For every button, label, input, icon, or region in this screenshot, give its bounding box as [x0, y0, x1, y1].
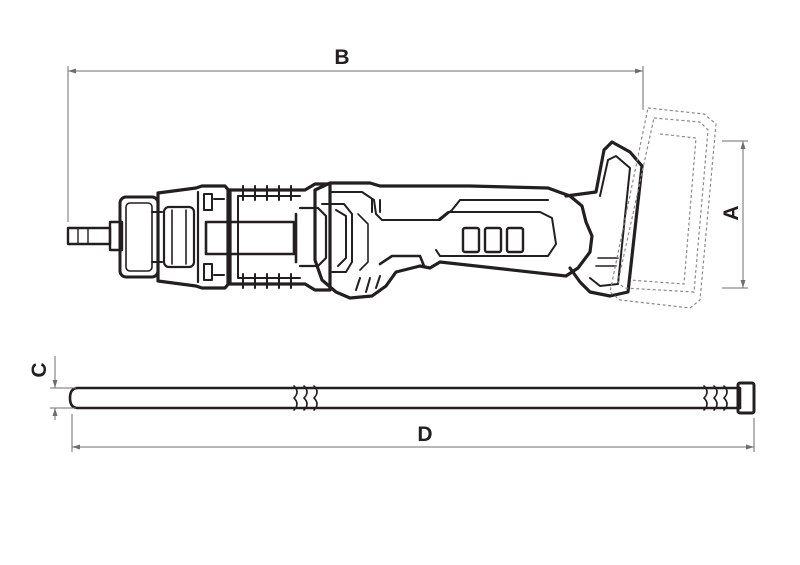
drive-shaft [66, 220, 124, 252]
blade [68, 381, 756, 415]
dimension-a-arrow-bottom [740, 280, 746, 288]
motor-housing [313, 140, 644, 300]
dimension-b-arrow-left [68, 68, 76, 74]
battery-pack-outline [609, 107, 717, 309]
reciprocating-tool [66, 107, 717, 309]
nose-housing [156, 184, 232, 290]
front-collar [118, 195, 163, 279]
dimension-c-label: C [28, 362, 51, 377]
dimension-a-label: A [720, 205, 743, 220]
dimension-b-arrow-right [635, 68, 643, 74]
dimension-d-arrow-left [72, 444, 80, 450]
dimension-c-arrow-bottom [52, 408, 58, 416]
dimension-b: B [67, 46, 644, 222]
dimension-c: C [28, 356, 76, 420]
gear-housing [204, 182, 332, 292]
dimension-a-arrow-top [740, 141, 746, 149]
dimension-d-label: D [417, 423, 432, 446]
dimension-d-arrow-right [746, 444, 754, 450]
dimension-d: D [71, 414, 755, 452]
dimension-b-label: B [334, 46, 349, 69]
dimension-c-arrow-top [52, 380, 58, 388]
dimension-a: A [720, 140, 748, 289]
